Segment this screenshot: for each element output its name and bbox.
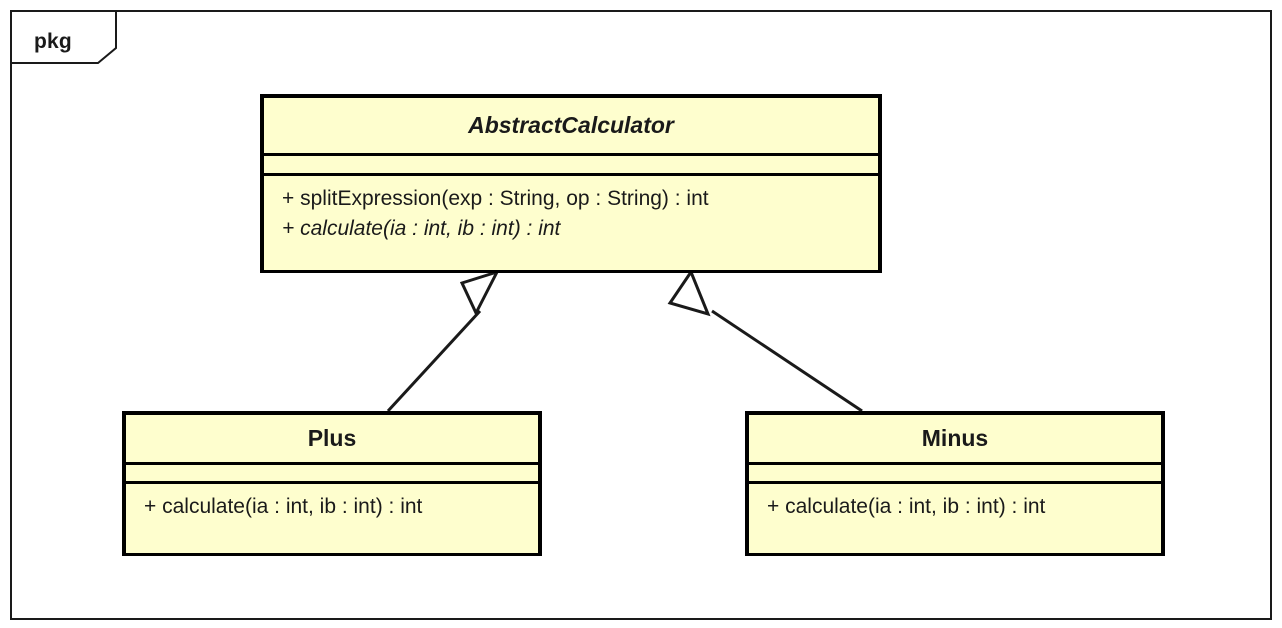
class-name-plus: Plus	[307, 425, 357, 451]
class-name-abstractcalculator: AbstractCalculator	[468, 112, 674, 138]
class-name-minus: Minus	[921, 425, 989, 451]
class-name-compartment: Plus	[126, 415, 538, 465]
class-operations-compartment: + calculate(ia : int, ib : int) : int	[126, 484, 538, 553]
class-box-minus[interactable]: Minus + calculate(ia : int, ib : int) : …	[745, 411, 1165, 556]
class-attributes-compartment	[126, 465, 538, 484]
operation-splitexpression: + splitExpression(exp : String, op : Str…	[282, 187, 709, 210]
class-name-compartment: AbstractCalculator	[264, 98, 878, 156]
operation-calculate-abstract: + calculate(ia : int, ib : int) : int	[282, 217, 561, 240]
class-name-compartment: Minus	[749, 415, 1161, 465]
package-tab-shape	[10, 10, 117, 64]
operation-calculate: + calculate(ia : int, ib : int) : int	[144, 495, 423, 518]
class-operations-compartment: + splitExpression(exp : String, op : Str…	[264, 176, 878, 270]
package-label: pkg	[34, 30, 72, 53]
class-attributes-compartment	[264, 156, 878, 176]
package-tab: pkg	[10, 10, 117, 64]
class-box-plus[interactable]: Plus + calculate(ia : int, ib : int) : i…	[122, 411, 542, 556]
class-box-abstractcalculator[interactable]: AbstractCalculator + splitExpression(exp…	[260, 94, 882, 273]
operation-calculate: + calculate(ia : int, ib : int) : int	[767, 495, 1046, 518]
class-operations-compartment: + calculate(ia : int, ib : int) : int	[749, 484, 1161, 553]
class-attributes-compartment	[749, 465, 1161, 484]
